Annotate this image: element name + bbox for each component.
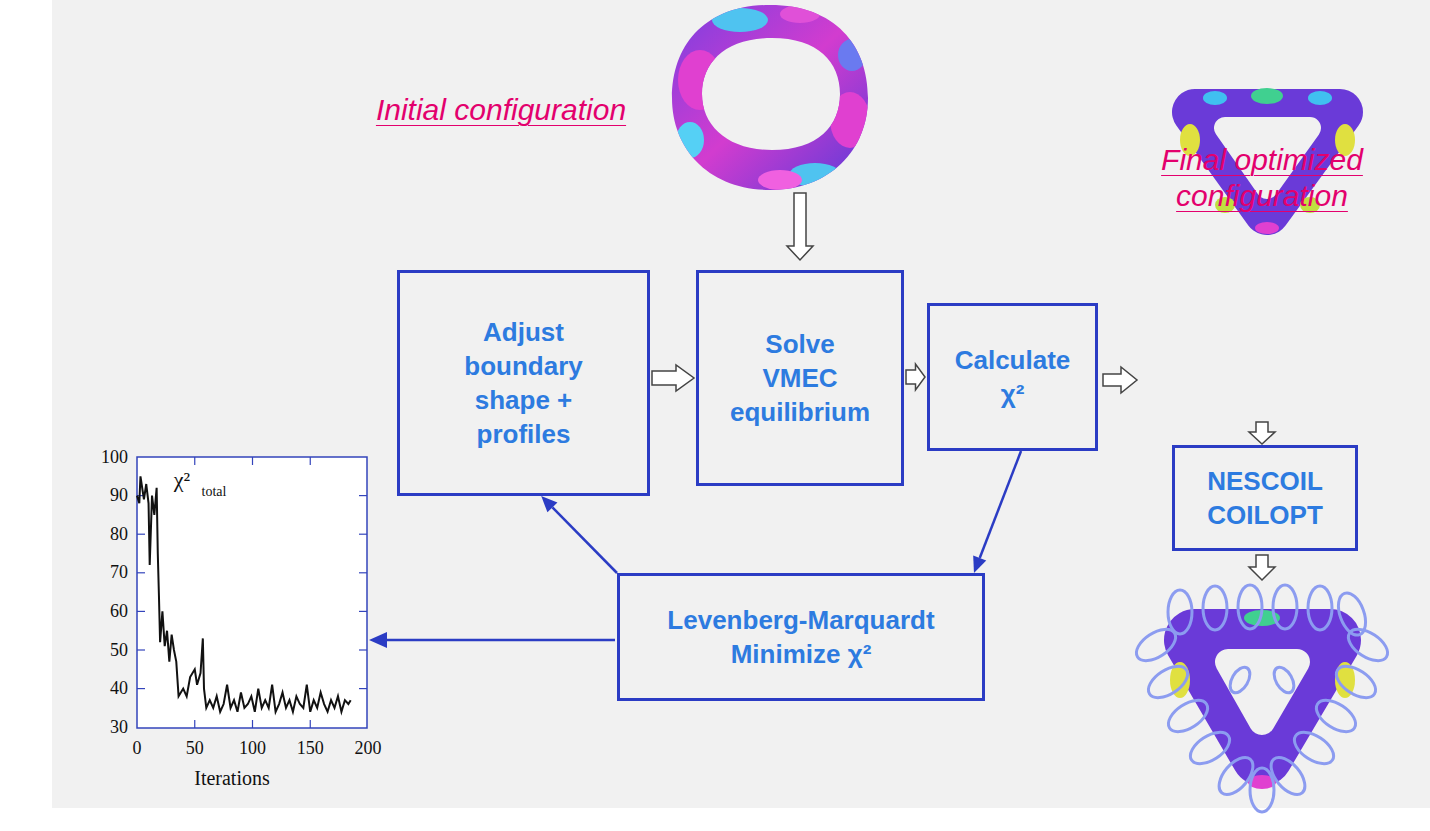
axis-tick-label: 100: [101, 447, 128, 468]
axis-tick-label: 90: [110, 485, 128, 506]
box-label: Levenberg-Marquardt Minimize χ²: [641, 603, 961, 671]
figure-caption: Final optimized configuration: [1132, 142, 1392, 214]
axis-tick-label: 70: [110, 562, 128, 583]
axis-tick-label: 100: [239, 738, 266, 759]
figure-caption: Initial configuration: [376, 92, 626, 128]
box-label: NESCOIL COILOPT: [1190, 464, 1340, 532]
flow-arrow: [1249, 555, 1275, 580]
axis-tick-label: 50: [110, 640, 128, 661]
axis-label: χ²: [174, 467, 190, 493]
process-box: Levenberg-Marquardt Minimize χ²: [617, 573, 985, 701]
box-label: Adjust boundary shape + profiles: [444, 315, 604, 451]
process-box: Adjust boundary shape + profiles: [397, 270, 650, 496]
plot-pointer-arrow: [369, 632, 615, 648]
axis-tick-label: 50: [186, 738, 204, 759]
flow-connector: [973, 451, 1021, 573]
box-label: Calculate χ²: [948, 343, 1078, 411]
axis-label: total: [202, 484, 227, 500]
coils-figure: [1131, 585, 1393, 812]
axis-tick-label: 80: [110, 524, 128, 545]
convergence-plot: [137, 457, 367, 728]
process-box: Calculate χ²: [927, 303, 1098, 451]
flow-connector: [541, 496, 617, 573]
axis-tick-label: 40: [110, 678, 128, 699]
flow-connector: [906, 364, 925, 390]
initial-configuration-figure: [672, 5, 870, 190]
flow-arrow: [1249, 422, 1275, 444]
process-box: Solve VMEC equilibrium: [696, 270, 904, 486]
axis-tick-label: 0: [133, 738, 142, 759]
flow-arrow: [1103, 367, 1137, 393]
axis-label: Iterations: [194, 767, 270, 790]
axis-tick-label: 200: [355, 738, 382, 759]
box-label: Solve VMEC equilibrium: [727, 327, 873, 429]
flow-arrow: [787, 193, 813, 260]
process-box: NESCOIL COILOPT: [1172, 445, 1358, 551]
flow-connector: [652, 365, 694, 391]
axis-tick-label: 30: [110, 717, 128, 738]
axis-tick-label: 60: [110, 601, 128, 622]
axis-tick-label: 150: [297, 738, 324, 759]
